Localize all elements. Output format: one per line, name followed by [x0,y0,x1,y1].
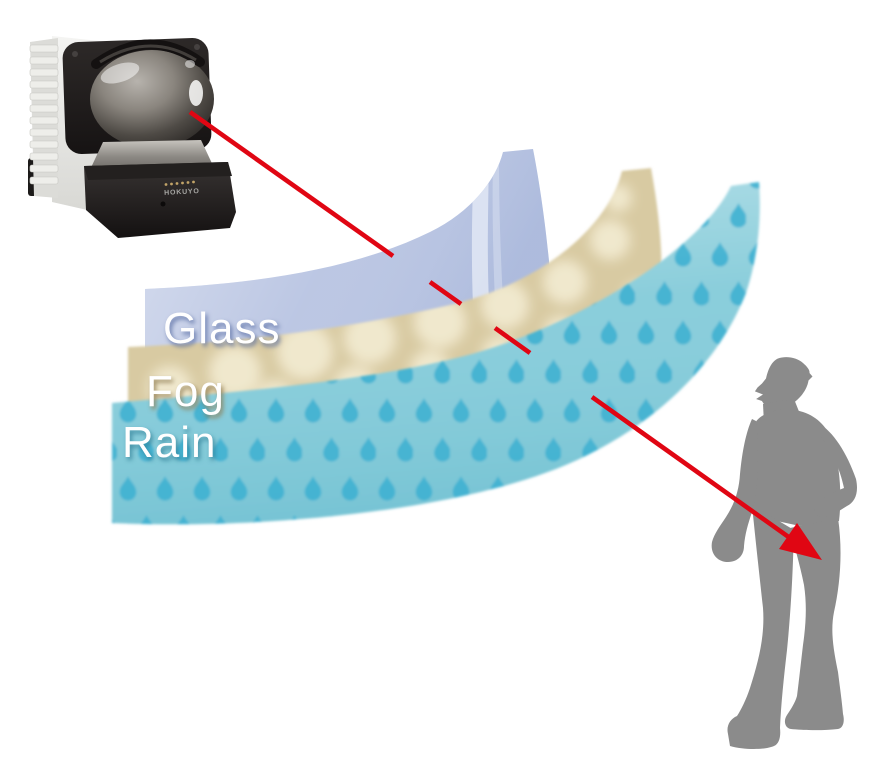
glass-layer-label: Glass [163,304,280,353]
device-base-lip [84,162,232,180]
glass-streak-icon [492,155,503,302]
person-mouth-notch [754,391,763,399]
laser-segment-4 [590,395,792,540]
person-silhouette [711,357,857,749]
person-torso [745,409,841,526]
laser-beam [188,110,822,560]
screw-icon [72,51,78,57]
laser-segment-3 [493,326,532,355]
person-leg-back [784,518,844,731]
device-heatsink-fins [29,38,59,198]
laser-segment-2 [428,280,463,306]
glass-reflection-streaks [471,155,503,306]
laser-arrowhead-icon [779,523,822,560]
person-arm-akimbo [814,423,857,518]
power-dot-icon [160,201,166,207]
indicator-dots-icon [164,180,195,186]
person-head [754,357,813,410]
screw-icon [194,44,200,50]
rain-layer-label: Rain [122,418,217,467]
person-arm-front [711,419,758,562]
lidar-device: HOKUYO [28,36,236,238]
laser-segment-1 [188,110,395,258]
dome-reflections [100,60,203,106]
device-handle-highlight [99,44,197,64]
device-brand-label: HOKUYO [164,188,200,197]
person-leg-front [727,505,794,749]
fog-layer-label: Fog [146,367,225,416]
glass-streak-icon [471,156,489,306]
device-base [84,162,236,238]
